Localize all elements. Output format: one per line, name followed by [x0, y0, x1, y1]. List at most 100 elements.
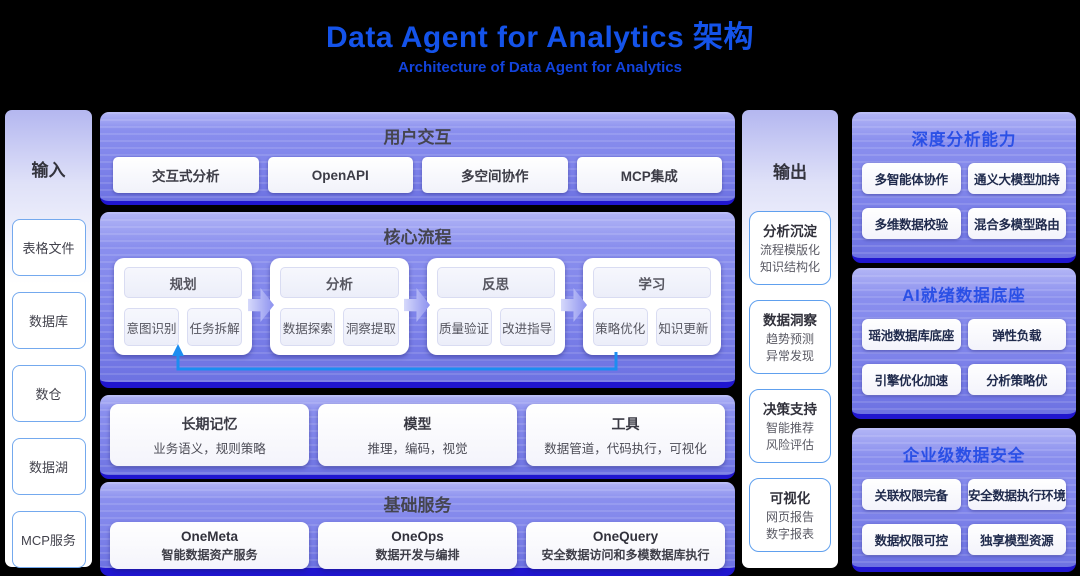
- stage-sub-item: 意图识别: [124, 308, 180, 346]
- openapi-box: OpenAPI: [267, 157, 413, 193]
- stage-sub-item: 任务拆解: [187, 308, 243, 346]
- output-item-title: 分析沉淀: [763, 224, 817, 239]
- model-card: 模型 推理，编码，视觉: [318, 404, 517, 466]
- input-item-mcp-service: MCP服务: [11, 511, 86, 568]
- stage-sub-item: 改进指导: [499, 308, 555, 346]
- output-item-line: 流程模版化: [759, 243, 820, 257]
- interactive-analysis-box: 交互式分析: [113, 157, 259, 193]
- onemeta-card: OneMeta 智能数据资产服务: [110, 522, 309, 569]
- service-title: OneOps: [391, 528, 444, 544]
- resources-panel: 长期记忆 业务语义，规则策略 模型 推理，编码，视觉 工具 数据管道，代码执行，…: [100, 395, 735, 479]
- base-services-row: OneMeta 智能数据资产服务 OneOps 数据开发与编排 OneQuery…: [100, 516, 735, 569]
- output-item-line: 数字报表: [765, 527, 814, 541]
- output-item-line: 趋势预测: [765, 332, 814, 346]
- output-panel-title: 输出: [773, 163, 807, 182]
- core-process-title: 核心流程: [383, 228, 452, 247]
- capability-item: 瑶池数据库底座: [862, 319, 961, 350]
- output-item-title: 数据洞察: [763, 313, 817, 328]
- output-item-analysis-assets: 分析沉淀 流程模版化 知识结构化: [749, 211, 831, 285]
- deep-analysis-title: 深度分析能力: [911, 131, 1017, 149]
- input-panel-title: 输入: [31, 161, 66, 180]
- stage-card-planning: 规划 意图识别 任务拆解: [114, 258, 253, 355]
- page-subtitle: Architecture of Data Agent for Analytics: [398, 59, 682, 76]
- user-interaction-title: 用户交互: [383, 128, 452, 147]
- resource-title: 工具: [611, 415, 640, 432]
- service-subtitle: 智能数据资产服务: [161, 547, 258, 562]
- input-item-warehouse: 数仓: [11, 365, 86, 422]
- user-interaction-row: 交互式分析 OpenAPI 多空间协作 MCP集成: [100, 148, 735, 193]
- output-item-title: 决策支持: [763, 402, 817, 417]
- capability-item: 安全数据执行环境: [967, 479, 1066, 510]
- base-services-title: 基础服务: [383, 496, 452, 515]
- diagram-header: Data Agent for Analytics 架构 Architecture…: [0, 12, 1080, 76]
- output-item-line: 风险评估: [765, 438, 814, 452]
- capability-item: 通义大模型加持: [967, 163, 1066, 194]
- ai-data-foundation-title: AI就绪数据底座: [902, 287, 1026, 305]
- base-services-panel: 基础服务 OneMeta 智能数据资产服务 OneOps 数据开发与编排 One…: [100, 482, 735, 576]
- core-process-stages: 规划 意图识别 任务拆解 分析 数据探索 洞察提取 反思 质量验证 改进指导: [114, 258, 721, 355]
- capability-item: 数据权限可控: [862, 524, 961, 555]
- deep-analysis-grid: 多智能体协作 通义大模型加持 多维数据校验 混合多模型路由: [862, 163, 1066, 239]
- output-item-data-insight: 数据洞察 趋势预测 异常发现: [749, 300, 831, 374]
- capability-item: 引擎优化加速: [862, 364, 961, 395]
- resources-row: 长期记忆 业务语义，规则策略 模型 推理，编码，视觉 工具 数据管道，代码执行，…: [100, 395, 735, 466]
- capability-item: 多智能体协作: [862, 163, 961, 194]
- multi-space-collab-box: 多空间协作: [422, 157, 568, 193]
- output-item-line: 智能推荐: [765, 421, 814, 435]
- stage-card-learning: 学习 策略优化 知识更新: [582, 258, 721, 355]
- stage-card-analysis: 分析 数据探索 洞察提取: [270, 258, 409, 355]
- capability-item: 分析策略优: [967, 364, 1066, 395]
- input-panel: 输入 表格文件 数据库 数仓 数据湖 MCP服务: [5, 110, 92, 568]
- output-item-list: 分析沉淀 流程模版化 知识结构化 数据洞察 趋势预测 异常发现 决策支持 智能推…: [742, 211, 838, 552]
- stage-name: 反思: [436, 267, 555, 298]
- capability-item: 多维数据校验: [862, 208, 961, 239]
- capability-item: 混合多模型路由: [967, 208, 1066, 239]
- input-item-datalake: 数据湖: [11, 438, 86, 495]
- mcp-integration-box: MCP集成: [576, 157, 722, 193]
- long-term-memory-card: 长期记忆 业务语义，规则策略: [110, 404, 309, 466]
- deep-analysis-panel: 深度分析能力 多智能体协作 通义大模型加持 多维数据校验 混合多模型路由: [852, 112, 1076, 263]
- service-title: OneQuery: [592, 528, 659, 544]
- core-process-panel: 核心流程 规划 意图识别 任务拆解 分析 数据探索 洞察提取 反思 质量验证: [100, 212, 735, 388]
- ai-data-foundation-panel: AI就绪数据底座 瑶池数据库底座 弹性负载 引擎优化加速 分析策略优: [852, 268, 1076, 419]
- resource-title: 长期记忆: [181, 415, 238, 432]
- tools-card: 工具 数据管道，代码执行，可视化: [526, 404, 725, 466]
- service-subtitle: 安全数据访问和多模数据库执行: [541, 547, 710, 562]
- resource-subtitle: 数据管道，代码执行，可视化: [544, 441, 707, 456]
- output-item-line: 异常发现: [765, 349, 814, 363]
- capability-item: 弹性负载: [967, 319, 1066, 350]
- stage-name: 规划: [124, 267, 243, 298]
- resource-subtitle: 业务语义，规则策略: [153, 441, 266, 456]
- resource-subtitle: 推理，编码，视觉: [367, 441, 468, 456]
- capability-item: 关联权限完备: [862, 479, 961, 510]
- output-item-decision-support: 决策支持 智能推荐 风险评估: [749, 389, 831, 463]
- input-item-table-file: 表格文件: [11, 219, 86, 276]
- stage-sub-item: 数据探索: [280, 308, 336, 346]
- output-item-line: 知识结构化: [759, 260, 820, 274]
- stage-sub-item: 质量验证: [436, 308, 492, 346]
- stage-name: 学习: [592, 267, 711, 298]
- resource-title: 模型: [403, 415, 432, 432]
- service-subtitle: 数据开发与编排: [375, 547, 460, 562]
- output-panel: 输出 分析沉淀 流程模版化 知识结构化 数据洞察 趋势预测 异常发现 决策支持 …: [742, 110, 838, 568]
- capability-item: 独享模型资源: [967, 524, 1066, 555]
- feedback-arrow-icon: [172, 344, 618, 371]
- page-title: Data Agent for Analytics 架构: [325, 21, 754, 54]
- input-item-database: 数据库: [11, 292, 86, 349]
- stage-sub-item: 策略优化: [592, 308, 648, 346]
- enterprise-security-grid: 关联权限完备 安全数据执行环境 数据权限可控 独享模型资源: [862, 479, 1066, 555]
- enterprise-security-panel: 企业级数据安全 关联权限完备 安全数据执行环境 数据权限可控 独享模型资源: [852, 428, 1076, 572]
- stage-sub-item: 洞察提取: [343, 308, 399, 346]
- stage-name: 分析: [280, 267, 399, 298]
- input-item-list: 表格文件 数据库 数仓 数据湖 MCP服务: [5, 219, 92, 568]
- user-interaction-panel: 用户交互 交互式分析 OpenAPI 多空间协作 MCP集成: [100, 112, 735, 205]
- stage-card-reflection: 反思 质量验证 改进指导: [426, 258, 565, 355]
- stage-sub-item: 知识更新: [655, 308, 711, 346]
- enterprise-security-title: 企业级数据安全: [902, 447, 1026, 465]
- onequery-card: OneQuery 安全数据访问和多模数据库执行: [526, 522, 725, 569]
- oneops-card: OneOps 数据开发与编排: [318, 522, 517, 569]
- output-item-line: 网页报告: [765, 510, 814, 524]
- ai-data-foundation-grid: 瑶池数据库底座 弹性负载 引擎优化加速 分析策略优: [862, 319, 1066, 395]
- output-item-title: 可视化: [769, 491, 811, 506]
